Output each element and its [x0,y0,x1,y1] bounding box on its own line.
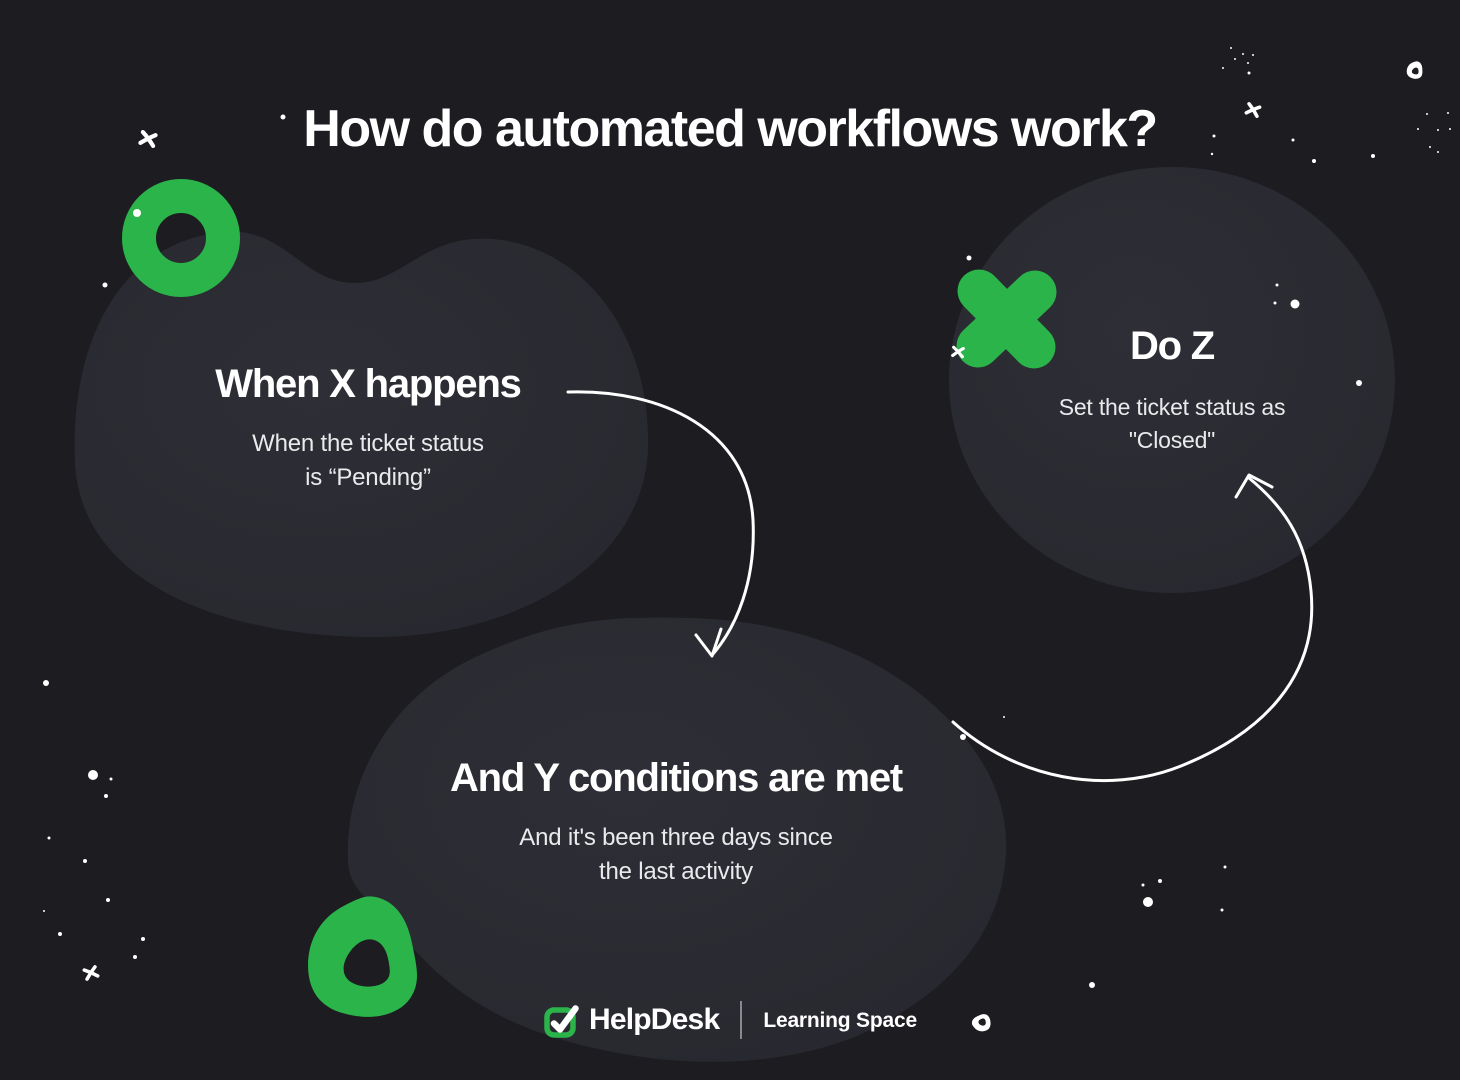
star-dot [1143,897,1153,907]
ring-shape [122,179,240,297]
step-trigger-heading: When X happens [215,362,522,406]
step-action: Do Z Set the ticket status as "Closed" [1028,324,1316,457]
triangle-sparkle-icon [1405,59,1425,81]
star-dot [1003,716,1005,718]
star-dot [43,910,45,912]
star-dot [133,209,141,217]
star-dot [83,859,87,863]
star-dot [1371,154,1375,158]
star-dot [1220,908,1224,912]
star-dot [1312,159,1316,163]
step-trigger: When X happens When the ticket status is… [215,362,522,496]
star-dot [1273,301,1277,305]
star-dot [141,937,145,941]
star-dot [1356,380,1362,386]
brand-name: HelpDesk [589,1003,720,1036]
star-dot [1252,54,1254,56]
star-dot [1158,879,1162,883]
star-dot [1230,47,1232,49]
star-dot [1247,71,1251,75]
cross-shape [956,269,1057,369]
star-dot [1210,152,1214,156]
star-dot [43,680,49,686]
star-dot [106,898,110,902]
arrow-trigger-to-condition [566,390,755,658]
blob-action [949,167,1395,593]
step-action-subtext: Set the ticket status as "Closed" [1058,394,1286,453]
star-dot [1275,283,1279,287]
star-dot [102,282,108,288]
star-dot [1242,53,1244,55]
helpdesk-logo: HelpDesk [543,1002,720,1039]
star-dot [104,794,108,798]
star-dot [1223,865,1227,869]
step-trigger-subtext: When the ticket status is “Pending” [252,430,484,492]
star-dot [1426,113,1428,115]
star-dot [280,114,286,120]
star-dot [1291,138,1295,142]
arrowhead-down-icon [694,627,723,658]
star-dot [960,734,966,740]
footer-brand-bar: HelpDesk Learning Space [543,998,917,1042]
star-dot [1437,151,1439,153]
step-condition-heading: And Y conditions are met [449,756,903,800]
helpdesk-check-icon [544,1004,579,1038]
brand-tagline: Learning Space [763,1008,917,1032]
step-action-heading: Do Z [1129,324,1215,368]
star-dot [109,777,113,781]
star-dot [47,836,51,840]
star-dot [1141,883,1145,887]
star-dot [1429,146,1431,148]
star-dot [133,955,137,959]
star-dot [1222,67,1224,69]
star-dot [1247,62,1249,64]
star-dot [1449,128,1451,130]
star-dot [1234,58,1236,60]
arrow-condition-to-action [951,473,1314,783]
star-dot [1447,112,1449,114]
page-title: How do automated workflows work? [303,100,1158,158]
triangle-sparkle-icon [970,1013,992,1033]
arrowhead-up-icon [1234,473,1274,499]
star-dot [1089,982,1095,988]
star-dot [1437,129,1439,131]
x-sparkle-icon [82,964,100,982]
star-dot [88,770,98,780]
star-dot [1212,134,1216,138]
star-dot [58,932,62,936]
star-dot [966,255,972,261]
step-condition: And Y conditions are met And it's been t… [449,756,903,890]
footer-divider [740,1001,743,1039]
blob-trigger [74,231,649,638]
blob-condition [347,617,1007,1062]
star-dot [1417,128,1419,130]
star-dot [1290,299,1300,309]
star-dots-layer [43,47,1451,988]
step-condition-subtext: And it's been three days since the last … [519,824,833,886]
